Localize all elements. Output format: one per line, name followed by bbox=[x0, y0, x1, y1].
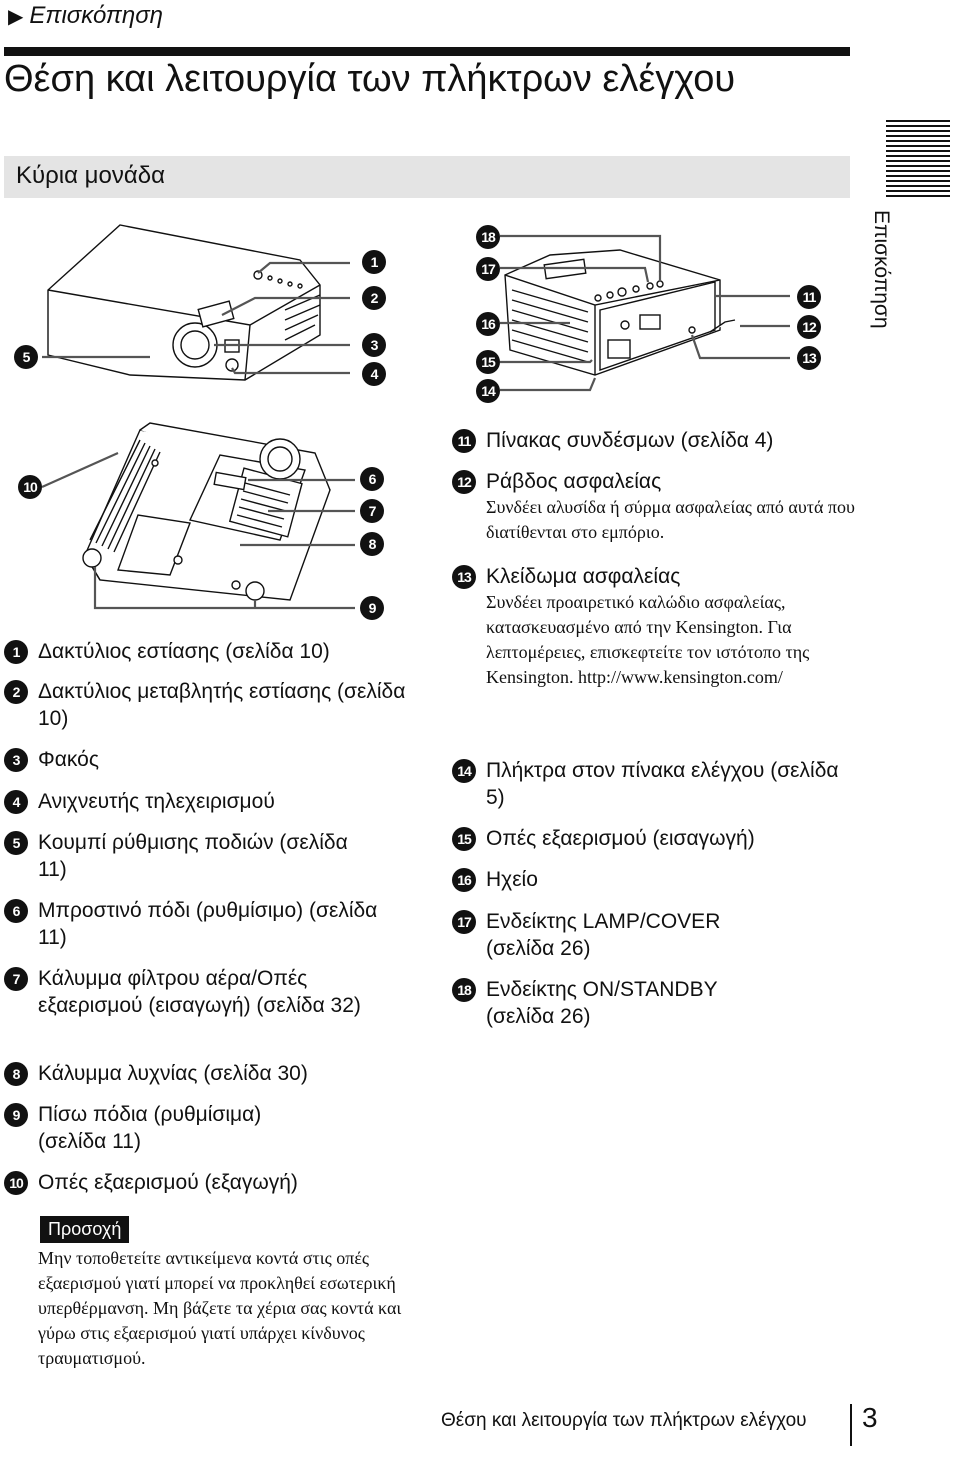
caution-text: Μην τοποθετείτε αντικείμενα κοντά στις ο… bbox=[38, 1248, 402, 1368]
callout-8: 8 bbox=[360, 532, 384, 556]
callout-11: 11 bbox=[797, 285, 821, 309]
callout-6: 6 bbox=[360, 467, 384, 491]
projector-bottom-illustration bbox=[41, 422, 355, 610]
section-heading-label: Κύρια μονάδα bbox=[16, 162, 165, 189]
callout-14: 14 bbox=[476, 379, 500, 403]
callout-10: 10 bbox=[18, 475, 42, 499]
callout-7: 7 bbox=[360, 499, 384, 523]
callout-15: 15 bbox=[476, 350, 500, 374]
callout-16: 16 bbox=[476, 312, 500, 336]
callout-4: 4 bbox=[362, 362, 386, 386]
callout-1: 1 bbox=[362, 250, 386, 274]
side-tab-lines bbox=[886, 120, 950, 198]
triangle-right-icon: ▶ bbox=[8, 6, 24, 28]
callout-3: 3 bbox=[362, 333, 386, 357]
page-number: 3 bbox=[862, 1402, 878, 1433]
projector-rear-illustration bbox=[500, 234, 790, 392]
breadcrumb-label: Επισκόπηση bbox=[29, 2, 164, 29]
side-tab: Επισκόπηση bbox=[870, 210, 933, 330]
section-heading: Κύρια μονάδα bbox=[4, 156, 850, 198]
callout-17: 17 bbox=[476, 257, 500, 281]
projector-front-illustration bbox=[42, 224, 350, 381]
callout-9: 9 bbox=[360, 596, 384, 620]
footer-title: Θέση και λειτουργία των πλήκτρων ελέγχου bbox=[441, 1410, 807, 1431]
list-item-12-title: Ράβδος ασφαλείας bbox=[486, 470, 662, 493]
footer-divider bbox=[850, 1404, 852, 1446]
breadcrumb: ▶Επισκόπηση bbox=[8, 2, 163, 30]
page-title: Θέση και λειτουργία των πλήκτρων ελέγχου bbox=[4, 58, 736, 100]
callout-12: 12 bbox=[797, 315, 821, 339]
callout-2: 2 bbox=[362, 286, 386, 310]
caution-label: Προσοχή bbox=[40, 1216, 130, 1243]
callout-13: 13 bbox=[797, 346, 821, 370]
header-rule bbox=[4, 47, 850, 56]
callout-18: 18 bbox=[476, 225, 500, 249]
callout-5: 5 bbox=[14, 345, 38, 369]
side-tab-label: Επισκόπηση bbox=[870, 210, 893, 329]
list-item-13-title: Κλείδωμα ασφαλείας bbox=[486, 565, 681, 588]
list-item-12-desc: Συνδέει αλυσίδα ή σύρμα ασφαλείας από αυ… bbox=[486, 497, 855, 542]
list-item-13-desc: Συνδέει προαιρετικό καλώδιο ασφαλείας, κ… bbox=[486, 592, 810, 687]
